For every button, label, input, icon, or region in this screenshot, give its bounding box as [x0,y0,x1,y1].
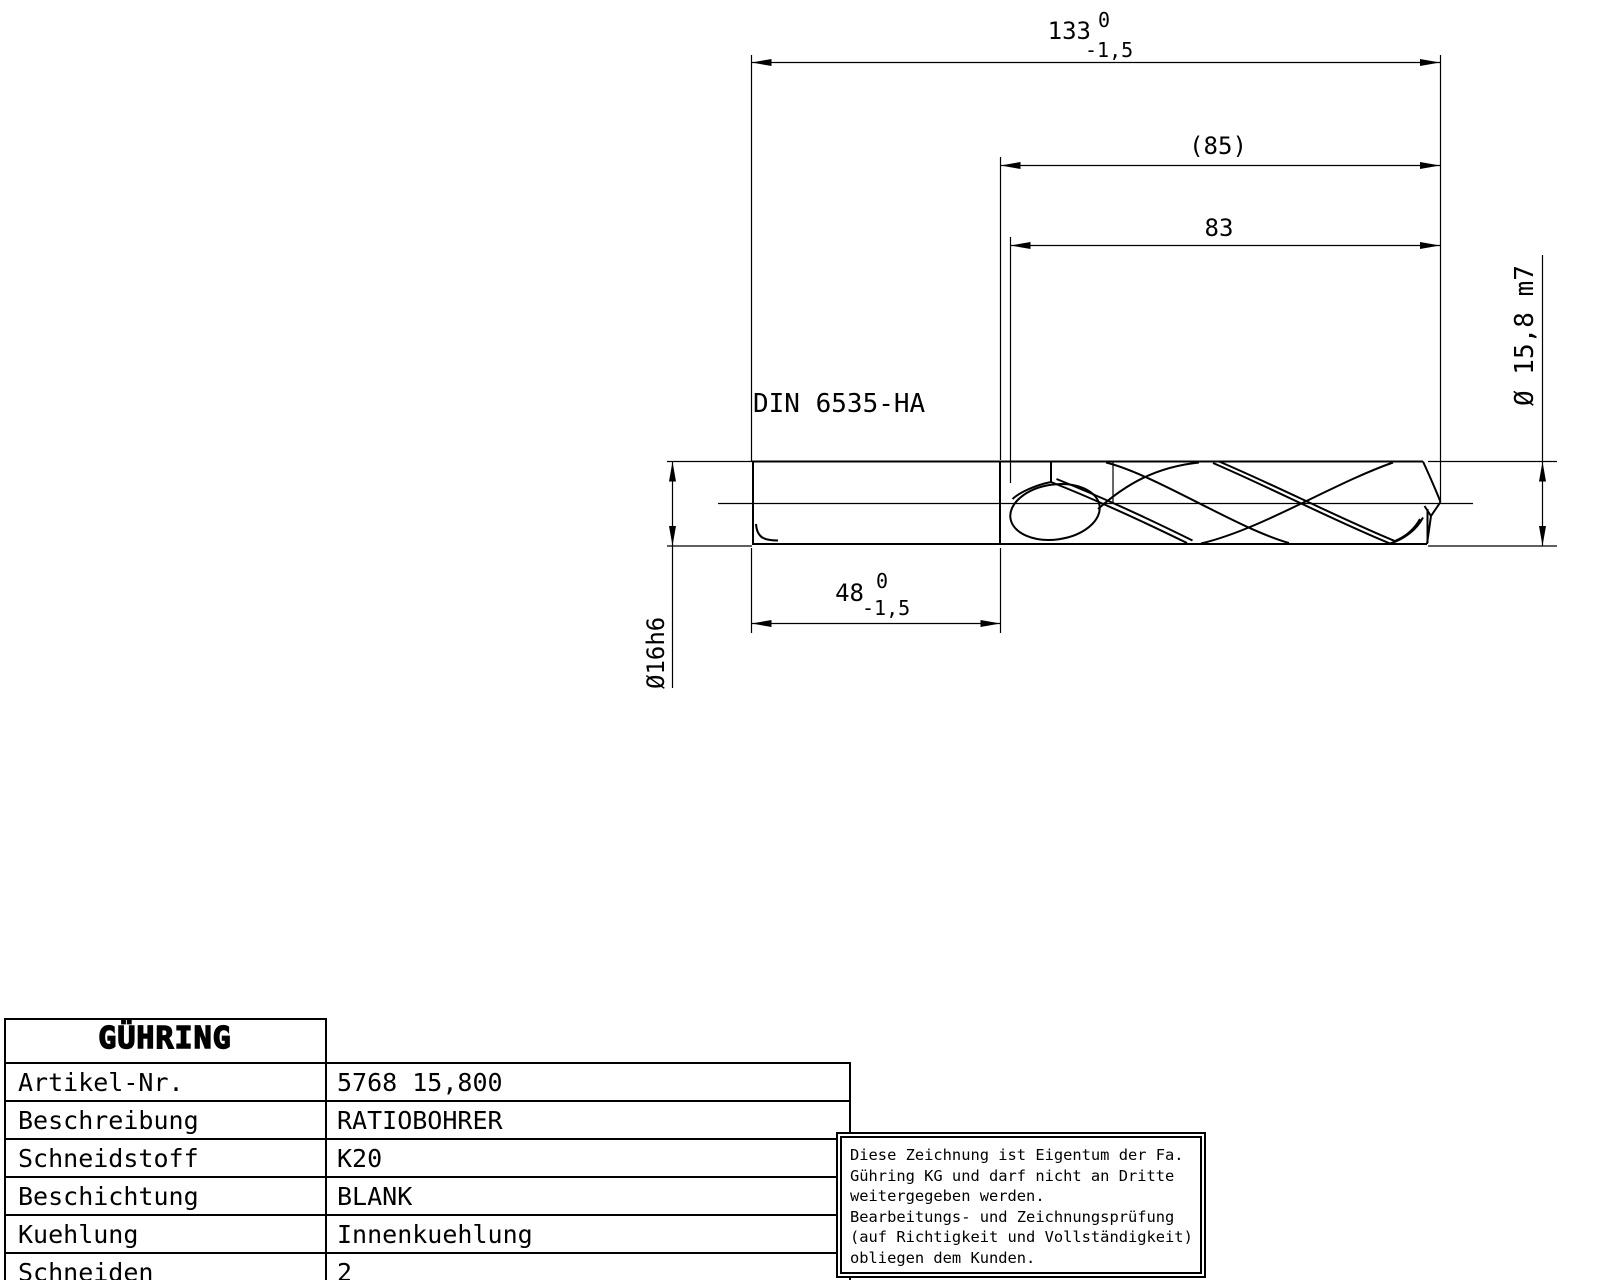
row-label-kuehlung: Kuehlung [4,1214,327,1254]
dim-flute-length-label: 83 [1205,214,1234,242]
dimension-lines [671,61,1544,688]
notice-line: Gühring KG und darf nicht an Dritte [850,1166,1175,1185]
row-label-schneiden: Schneiden [4,1252,327,1280]
dim-shank-diameter-label: Ø16h6 [642,617,670,689]
notice-line: Bearbeitungs- und Zeichnungsprüfung [850,1207,1175,1226]
row-value-kuehlung: Innenkuehlung [325,1214,851,1254]
notice-line: Diese Zeichnung ist Eigentum der Fa. [850,1146,1184,1164]
row-label-artikel-nr: Artikel-Nr. [4,1062,327,1102]
guehring-logo: GÜHRING [98,1020,231,1056]
table-row: Schneidstoff K20 [4,1138,851,1178]
row-value-artikel-nr: 5768 15,800 [325,1062,851,1102]
row-value-beschreibung: RATIOBOHRER [325,1100,851,1140]
dim-shank-length-tol-upper: 0 [876,569,888,593]
notice-line: (auf Richtigkeit und Vollständigkeit) [850,1228,1193,1247]
row-label-beschichtung: Beschichtung [4,1176,327,1216]
dim-shank-length-tol-lower: -1,5 [862,596,910,620]
shank-standard-label: DIN 6535-HA [753,389,926,419]
dimension-arrows [669,59,1546,627]
notice-line: obliegen dem Kunden. [850,1248,1036,1267]
dim-overall-length-tol-upper: 0 [1098,8,1110,32]
ownership-notice: Diese Zeichnung ist Eigentum der Fa. Güh… [836,1132,1206,1278]
table-row: Beschichtung BLANK [4,1176,851,1216]
ownership-notice-inner: Diese Zeichnung ist Eigentum der Fa. Güh… [840,1136,1202,1274]
dim-shank-length-label: 48 [835,579,864,607]
logo-row: GÜHRING [4,1018,850,1064]
logo-row-spacer [326,1019,850,1063]
dim-overall-length-tol-lower: -1,5 [1085,38,1133,62]
drill-flute-outline [1000,460,1442,545]
drill-shank-outline [752,460,1001,545]
notice-line: weitergegeben werden. [850,1187,1045,1206]
title-block: GÜHRING Artikel-Nr. 5768 15,800 Beschrei… [4,1018,851,1280]
row-value-schneidstoff: K20 [325,1138,851,1178]
row-value-beschichtung: BLANK [325,1176,851,1216]
table-row: Artikel-Nr. 5768 15,800 [4,1062,851,1102]
dim-overall-length-label: 133 [1048,17,1091,45]
row-label-beschreibung: Beschreibung [4,1100,327,1140]
technical-drawing-svg: 133 0 -1,5 (85) 83 48 0 -1,5 DIN 6535-HA… [642,8,1557,689]
table-row: Schneiden 2 [4,1252,851,1280]
table-row: Beschreibung RATIOBOHRER [4,1100,851,1140]
row-value-schneiden: 2 [325,1252,851,1280]
row-label-schneidstoff: Schneidstoff [4,1138,327,1178]
logo-cell: GÜHRING [4,1018,327,1064]
table-row: Kuehlung Innenkuehlung [4,1214,851,1254]
extension-lines [667,55,1557,633]
dim-length-to-point-label: (85) [1189,132,1247,160]
dim-cutting-diameter-label: Ø 15,8 m7 [1510,265,1540,406]
